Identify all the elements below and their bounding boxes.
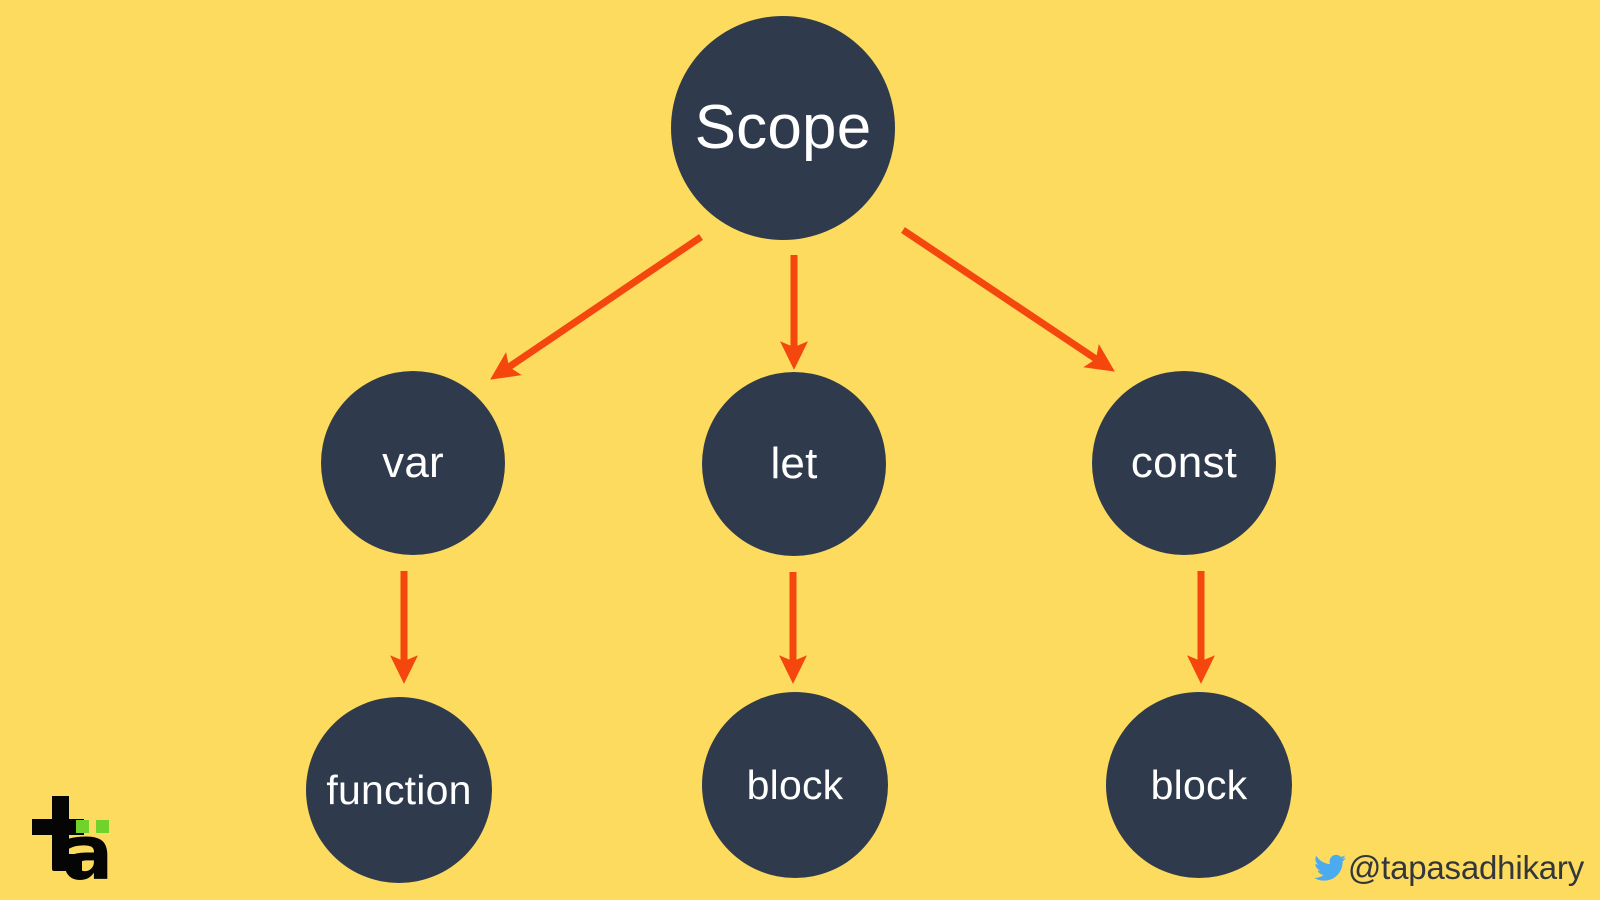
node-block-let-label: block <box>746 761 844 808</box>
node-function[interactable]: function <box>306 697 492 883</box>
node-scope[interactable]: Scope <box>671 16 895 240</box>
logo-accent-square-1 <box>76 820 89 833</box>
node-scope-label: Scope <box>694 93 872 162</box>
edge-scope-var <box>490 234 703 380</box>
node-block-const-label: block <box>1150 761 1248 808</box>
twitter-handle-text: @tapasadhikary <box>1347 849 1584 886</box>
twitter-handle[interactable]: @tapasadhikary <box>1313 849 1584 886</box>
node-block-const[interactable]: block <box>1106 692 1292 878</box>
node-function-label: function <box>326 766 472 813</box>
node-let[interactable]: let <box>702 372 886 556</box>
node-var[interactable]: var <box>321 371 505 555</box>
edge-scope-const <box>901 227 1115 372</box>
brand-logo: a <box>20 796 113 891</box>
logo-t-foot <box>52 854 82 871</box>
node-let-label: let <box>770 439 818 488</box>
logo-accent-square-2 <box>96 820 109 833</box>
node-var-label: var <box>382 438 444 487</box>
twitter-bird-icon <box>1313 854 1346 881</box>
node-const[interactable]: const <box>1092 371 1276 555</box>
node-block-let[interactable]: block <box>702 692 888 878</box>
logo-t-stem <box>52 796 69 862</box>
node-const-label: const <box>1130 438 1238 487</box>
